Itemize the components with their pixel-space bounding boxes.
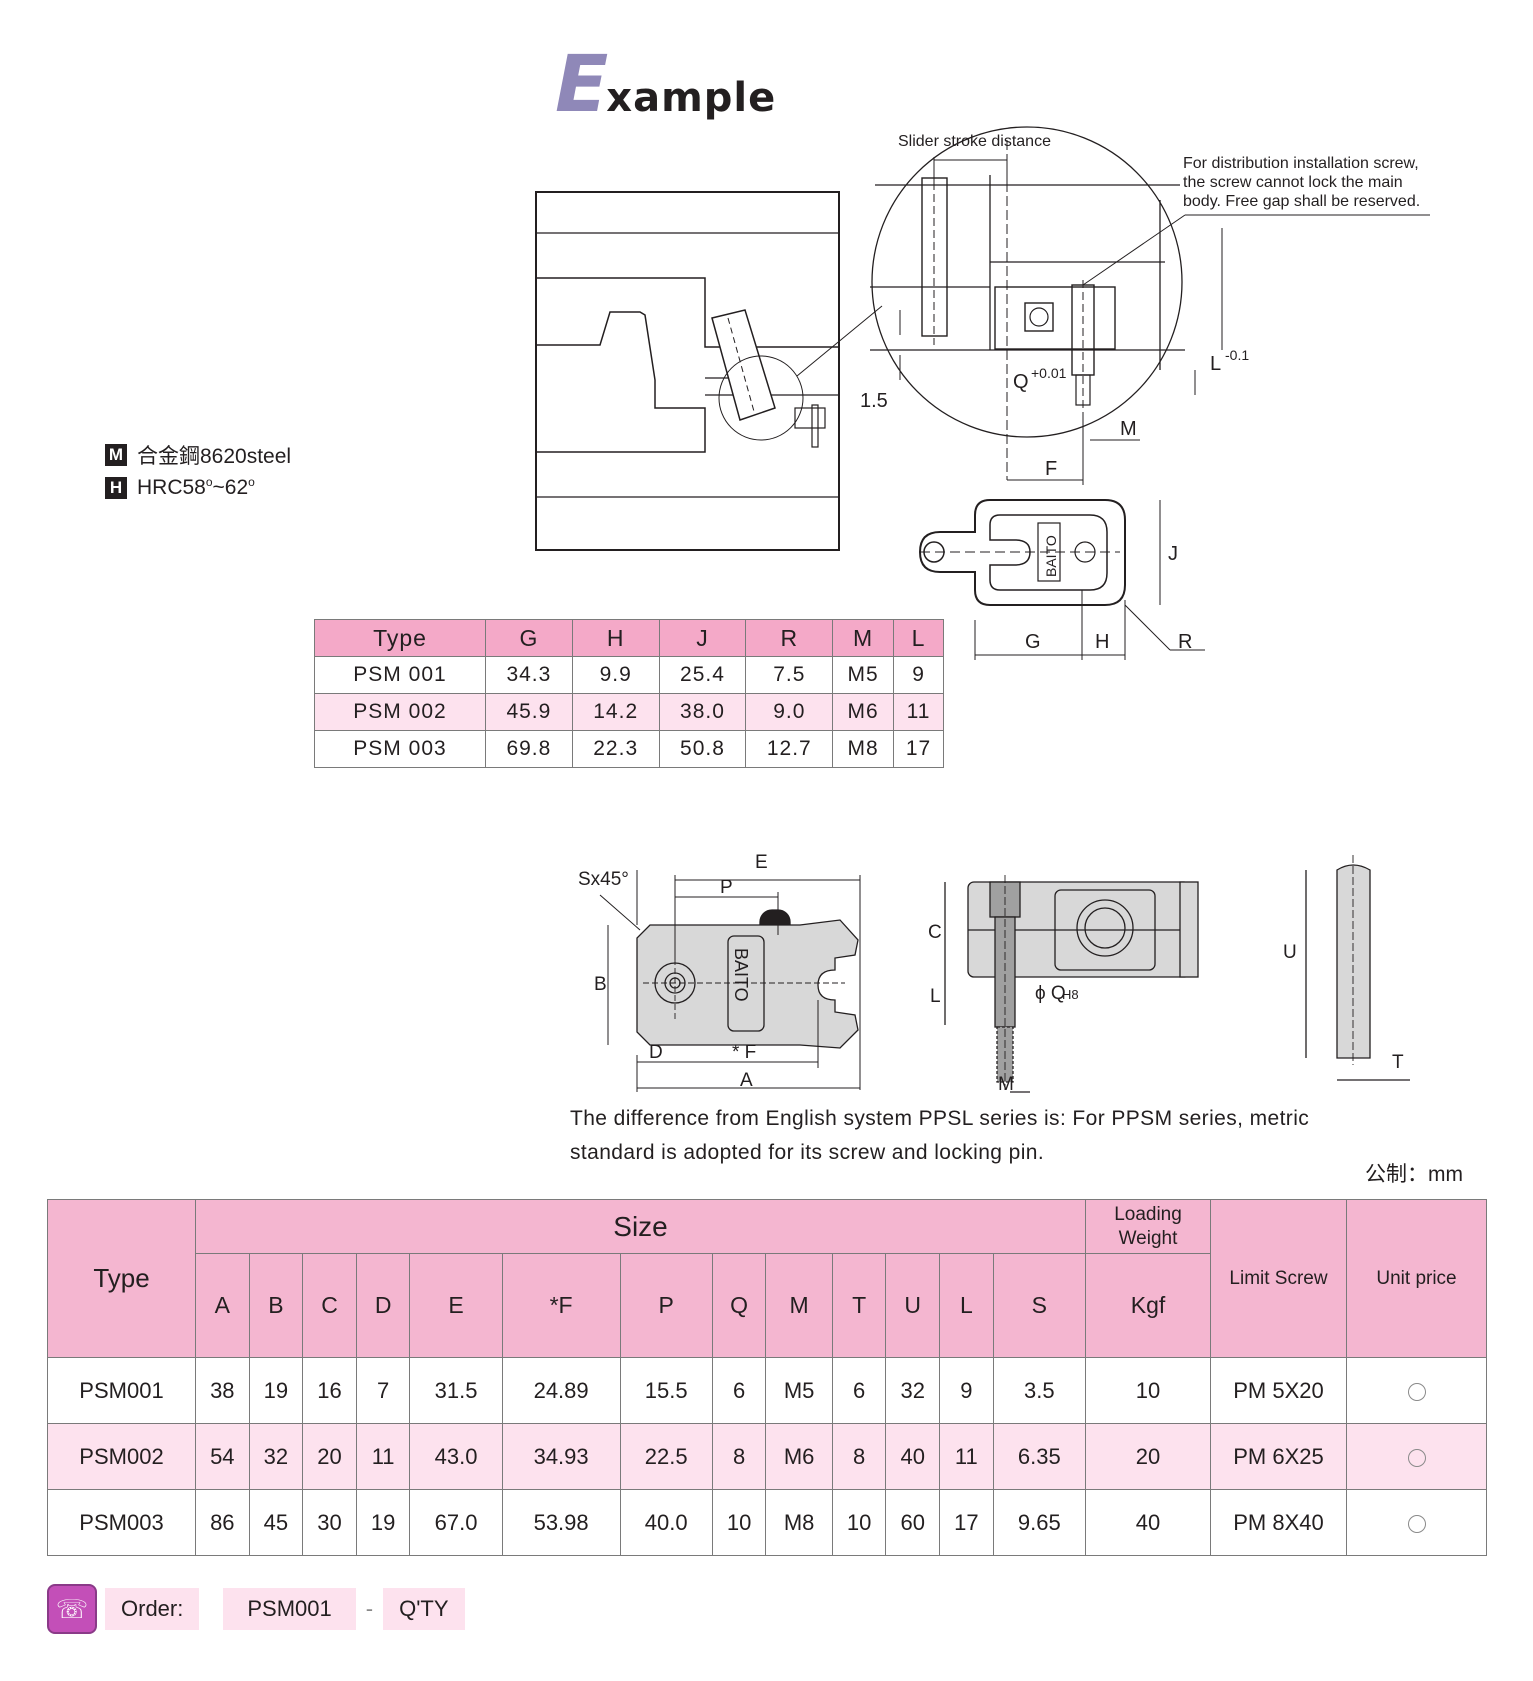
col-T: T (831, 1253, 887, 1358)
header-loading-weight: Loading Weight (1085, 1199, 1211, 1254)
dim-F: F (1045, 458, 1057, 480)
order-dash: - (365, 1596, 374, 1621)
col-S: S (992, 1253, 1087, 1358)
page-title: Example (555, 40, 776, 130)
col-Q: Q (711, 1253, 767, 1358)
title-initial: E (555, 40, 608, 130)
header-J: J (658, 619, 747, 657)
part-views-diagram: E P Sx45° B D * F A BAITO C L ϕ Q H8 M U… (578, 852, 1410, 1095)
header-type: Type (314, 619, 486, 657)
brand-label-bottom: BAITO (731, 948, 751, 1002)
mold-block-outline (535, 191, 840, 551)
header-unit-price: Unit price (1346, 1199, 1487, 1358)
unit-price-radio[interactable] (1346, 1489, 1487, 1556)
col-P: P (619, 1253, 713, 1358)
material-icon: M (105, 444, 127, 466)
col-C: C (302, 1253, 357, 1358)
dim-L-tol: -0.1 (1225, 347, 1249, 363)
dim-A: A (740, 1070, 753, 1091)
dim-S: Sx45° (578, 869, 629, 890)
unit-label: 公制：mm (1365, 1163, 1463, 1186)
header-H: H (571, 619, 660, 657)
hardness-icon: H (105, 476, 127, 499)
col-F: *F (501, 1253, 621, 1358)
header-M: M (832, 619, 895, 657)
dim-H: H (1095, 631, 1109, 653)
header-limit-screw: Limit Screw (1210, 1199, 1347, 1358)
dim-P: P (720, 877, 733, 898)
dim-L-bottom: L (930, 986, 941, 1007)
dim-M-bottom: M (998, 1074, 1014, 1095)
col-U: U (885, 1253, 941, 1358)
dim-T: T (1392, 1052, 1404, 1073)
unit-price-radio[interactable] (1346, 1357, 1487, 1424)
phone-icon: ☏ (47, 1584, 97, 1634)
order-label: Order: (105, 1588, 200, 1630)
small-table-header: Type G H J R M L (314, 619, 944, 657)
header-L: L (893, 619, 944, 657)
note-line-1: For distribution installation screw, (1183, 155, 1419, 172)
dim-L: L (1210, 353, 1221, 375)
dim-F-star: * F (732, 1042, 756, 1063)
dim-R: R (1178, 631, 1192, 653)
brand-label-top: BAITO (1043, 535, 1059, 577)
dim-Q-bottom: ϕ Q (1035, 983, 1066, 1004)
col-A: A (195, 1253, 250, 1358)
note-line-2: the screw cannot lock the main (1183, 174, 1403, 191)
col-E: E (409, 1253, 503, 1358)
dim-E: E (755, 852, 768, 873)
order-bar: ☏ Order: PSM001 - Q'TY (47, 1584, 465, 1634)
series-note: The difference from English system PPSL … (570, 1102, 1309, 1170)
hardness-spec: H HRC58o~62o (105, 475, 255, 500)
dim-1-5: 1.5 (860, 390, 888, 412)
col-kgf: Kgf (1085, 1253, 1211, 1358)
header-size: Size (195, 1199, 1086, 1254)
assembly-diagram: Slider stroke distance For distribution … (535, 126, 1430, 660)
slider-stroke-label: Slider stroke distance (898, 133, 1051, 150)
title-rest: xample (606, 75, 777, 121)
dim-J: J (1168, 543, 1178, 565)
col-B: B (248, 1253, 304, 1358)
dim-Q-tol: +0.01 (1031, 365, 1067, 381)
dim-Q: Q (1013, 371, 1029, 393)
material-spec: M 合金鋼8620steel (105, 440, 291, 470)
dim-Q-sub: H8 (1062, 987, 1079, 1002)
note-line-3: body. Free gap shall be reserved. (1183, 193, 1420, 210)
dim-U: U (1283, 942, 1297, 963)
dim-D: D (649, 1042, 663, 1063)
col-M: M (765, 1253, 833, 1358)
header-type: Type (47, 1199, 196, 1358)
header-R: R (745, 619, 834, 657)
unit-price-radio[interactable] (1346, 1423, 1487, 1490)
hardness-text: HRC58o~62o (137, 475, 255, 499)
col-D: D (355, 1253, 411, 1358)
note-line-1: The difference from English system PPSL … (570, 1107, 1310, 1130)
note-line-2: standard is adopted for its screw and lo… (570, 1141, 1045, 1164)
order-qty[interactable]: Q'TY (383, 1588, 465, 1630)
header-G: G (485, 619, 573, 657)
dim-M: M (1120, 418, 1137, 440)
material-text: 合金鋼8620steel (137, 445, 292, 468)
order-code[interactable]: PSM001 (223, 1588, 356, 1630)
col-L: L (939, 1253, 994, 1358)
main-spec-table: Type Size Loading Weight Limit Screw Uni… (47, 1199, 1487, 1556)
dim-B: B (594, 974, 607, 995)
dim-C: C (928, 922, 942, 943)
dim-G: G (1025, 631, 1041, 653)
